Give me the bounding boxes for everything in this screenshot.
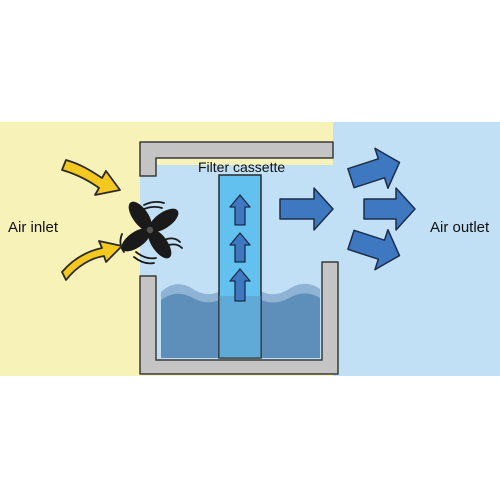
upflow-arrows bbox=[229, 194, 251, 302]
arrow-right-icon bbox=[347, 147, 401, 190]
arrow-right-icon bbox=[279, 187, 334, 231]
air-inlet-label: Air inlet bbox=[8, 219, 59, 236]
arrow-up-icon bbox=[229, 232, 251, 263]
fan-icon bbox=[119, 200, 183, 265]
housing-top-wall bbox=[139, 141, 334, 177]
arrow-up-icon bbox=[229, 268, 251, 302]
air-outlet-label: Air outlet bbox=[430, 219, 490, 236]
arrow-right-icon bbox=[363, 187, 416, 231]
housing-tank-wall bbox=[139, 261, 339, 375]
arrow-right-icon bbox=[347, 228, 401, 271]
curved-arrow-right-icon bbox=[61, 240, 123, 281]
outflow-arrows bbox=[279, 147, 416, 271]
inflow-arrows bbox=[61, 159, 123, 281]
arrow-up-icon bbox=[229, 194, 251, 226]
fan-hub bbox=[145, 225, 155, 235]
cassette-wet-zone bbox=[219, 296, 261, 358]
curved-arrow-right-icon bbox=[61, 159, 121, 196]
fan-motion-lines bbox=[119, 200, 183, 265]
filter-cassette-label: Filter cassette bbox=[198, 159, 285, 175]
